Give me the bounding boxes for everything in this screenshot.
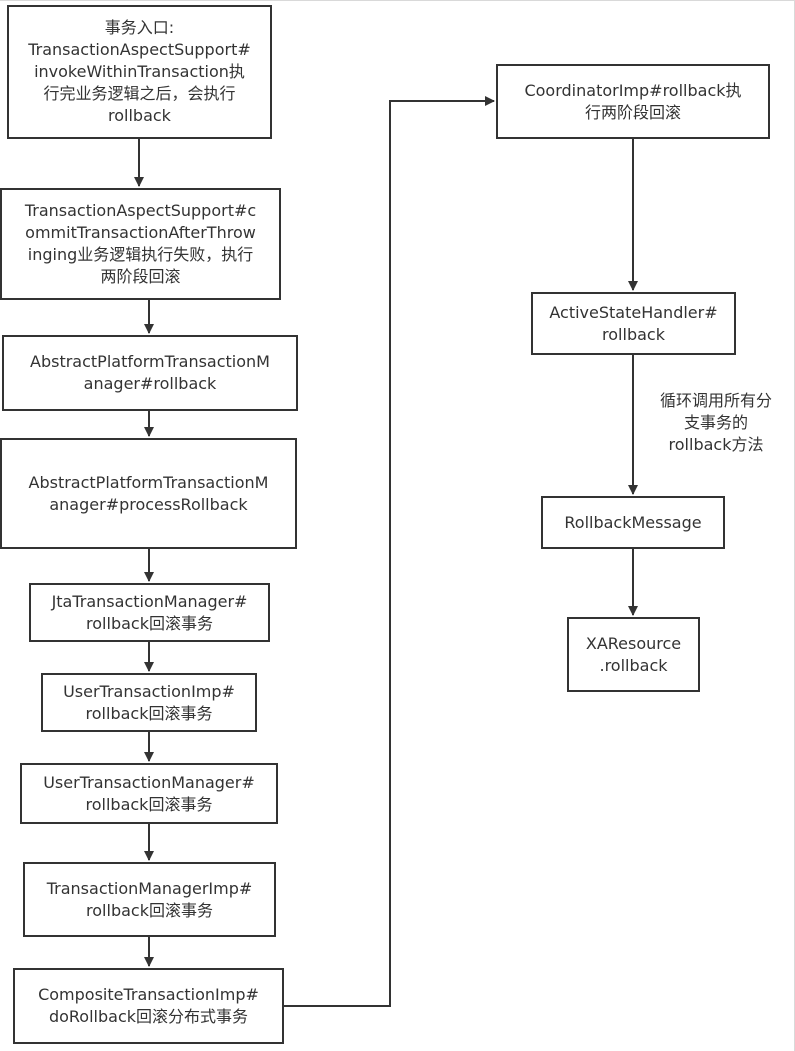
- node-xaresource-rollback-label: XAResource .rollback: [585, 633, 682, 675]
- node-user-transaction-imp[interactable]: UserTransactionImp# rollback回滚事务: [41, 673, 257, 732]
- node-abstract-process-rollback-label: AbstractPlatformTransactionM anager#proc…: [28, 472, 269, 514]
- node-composite-transaction-imp-label: CompositeTransactionImp# doRollback回滚分布式…: [38, 985, 259, 1026]
- node-commit-after-throwing-label: TransactionAspectSupport#c ommitTransact…: [24, 201, 257, 286]
- node-jta-transaction-manager-label: JtaTransactionManager# rollback回滚事务: [51, 591, 248, 633]
- node-active-state-handler-label: ActiveStateHandler# rollback: [549, 302, 718, 344]
- node-user-transaction-manager-label: UserTransactionManager# rollback回滚事务: [43, 772, 255, 814]
- node-rollback-message-label: RollbackMessage: [564, 512, 702, 532]
- node-xaresource-rollback[interactable]: XAResource .rollback: [567, 617, 700, 692]
- node-rollback-message[interactable]: RollbackMessage: [541, 496, 725, 549]
- node-jta-transaction-manager[interactable]: JtaTransactionManager# rollback回滚事务: [29, 583, 270, 642]
- node-user-transaction-imp-label: UserTransactionImp# rollback回滚事务: [63, 681, 235, 723]
- node-abstract-process-rollback[interactable]: AbstractPlatformTransactionM anager#proc…: [0, 438, 297, 549]
- node-active-state-handler[interactable]: ActiveStateHandler# rollback: [531, 292, 736, 355]
- node-composite-transaction-imp[interactable]: CompositeTransactionImp# doRollback回滚分布式…: [13, 968, 284, 1044]
- node-commit-after-throwing[interactable]: TransactionAspectSupport#c ommitTransact…: [0, 188, 281, 300]
- node-coordinator-imp[interactable]: CoordinatorImp#rollback执 行两阶段回滚: [496, 64, 770, 139]
- node-transaction-entry-label: 事务入口: TransactionAspectSupport# invokeWi…: [28, 18, 251, 125]
- node-transaction-manager-imp-label: TransactionManagerImp# rollback回滚事务: [46, 878, 253, 920]
- node-abstract-rollback-label: AbstractPlatformTransactionM anager#roll…: [30, 352, 270, 393]
- node-transaction-entry[interactable]: 事务入口: TransactionAspectSupport# invokeWi…: [7, 5, 272, 139]
- node-abstract-rollback[interactable]: AbstractPlatformTransactionM anager#roll…: [2, 335, 298, 411]
- arrow-n9-n10: [284, 96, 495, 1007]
- node-transaction-manager-imp[interactable]: TransactionManagerImp# rollback回滚事务: [23, 862, 276, 937]
- canvas-top-border: [0, 0, 795, 1]
- node-user-transaction-manager[interactable]: UserTransactionManager# rollback回滚事务: [20, 763, 278, 824]
- node-coordinator-imp-label: CoordinatorImp#rollback执 行两阶段回滚: [524, 80, 742, 122]
- edge-label-loop-branches: 循环调用所有分 支事务的 rollback方法: [648, 390, 784, 456]
